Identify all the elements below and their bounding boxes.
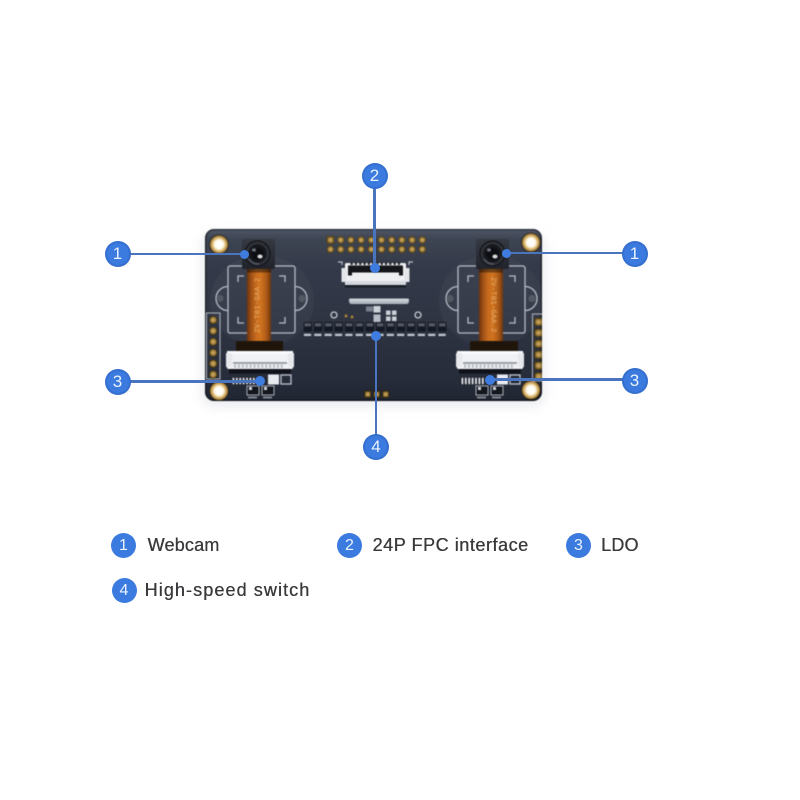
svg-text:ZV-T01-GAA.2: ZV-T01-GAA.2 bbox=[489, 277, 497, 332]
svg-text:ZV-T01-GAA.2: ZV-T01-GAA.2 bbox=[255, 277, 263, 332]
